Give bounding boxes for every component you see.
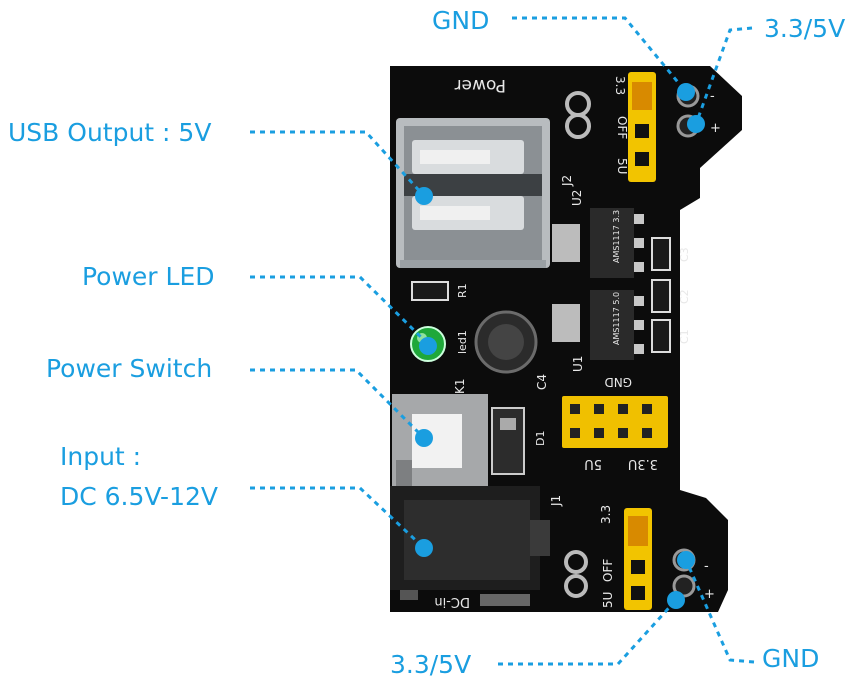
leader-33-top xyxy=(694,26,753,125)
callout-input-line2: DC 6.5V-12V xyxy=(60,482,218,511)
leader-input xyxy=(250,486,426,550)
dot-input xyxy=(415,539,433,557)
header-pins xyxy=(562,396,668,448)
silk-j2: J2 xyxy=(560,175,574,187)
dot-switch xyxy=(415,429,433,447)
silk-gnd: GND xyxy=(604,375,632,389)
silk-u2: U2 xyxy=(570,190,584,206)
bottom-jumper xyxy=(624,508,652,610)
silk-jumper-33-top: 3.3 xyxy=(613,76,627,95)
silk-jumper-33-bottom: 3.3 xyxy=(599,505,613,524)
silk-plus-top: + xyxy=(710,121,721,136)
leader-gnd-bottom xyxy=(684,559,755,664)
silk-33v: 3.3U xyxy=(628,456,658,471)
silk-power: Power xyxy=(455,75,506,95)
silk-plus-bottom: + xyxy=(704,587,715,602)
leader-led xyxy=(250,275,430,346)
callout-33-5v-top: 3.3/5V xyxy=(764,14,846,43)
callout-power-switch: Power Switch xyxy=(46,354,213,383)
silk-reg-u1: AMS1117 5.0 xyxy=(612,292,621,345)
silk-dc-in: DC-in xyxy=(434,594,470,609)
silk-c2: C2 xyxy=(678,289,691,304)
silk-jumper-5v-bottom: 5U xyxy=(601,592,615,608)
top-jumper xyxy=(628,72,656,182)
silk-minus-bottom: - xyxy=(704,559,709,574)
silk-reg-u2: AMS1117 3.3 xyxy=(612,210,621,263)
silk-5v: 5U xyxy=(584,456,602,471)
callout-input-line1: Input : xyxy=(60,442,142,471)
callout-gnd-top: GND xyxy=(432,6,490,35)
dot-gnd-bottom xyxy=(677,551,695,569)
leader-gnd-top xyxy=(512,16,688,93)
silk-c1: C1 xyxy=(678,329,691,344)
silk-minus-top: - xyxy=(710,89,715,104)
callout-33-5v-bottom: 3.3/5V xyxy=(390,650,472,679)
silk-jumper-off-top: OFF xyxy=(615,116,629,139)
silk-u1: U1 xyxy=(571,356,585,372)
callout-gnd-bottom: GND xyxy=(762,644,820,673)
usb-port xyxy=(396,118,550,268)
silk-led1: led1 xyxy=(456,330,469,354)
dot-33-top xyxy=(687,115,705,133)
silk-k1: K1 xyxy=(453,378,467,394)
callout-usb-output: USB Output : 5V xyxy=(8,118,212,147)
silk-r1: R1 xyxy=(456,283,469,298)
leader-33-bottom xyxy=(498,598,678,666)
dot-led xyxy=(419,337,437,355)
leader-usb xyxy=(250,130,426,198)
callout-power-led: Power LED xyxy=(82,262,215,291)
leader-switch xyxy=(250,368,426,440)
dot-gnd-top xyxy=(677,83,695,101)
silk-jumper-5v-top: 5U xyxy=(615,158,629,174)
dot-33-bottom xyxy=(667,591,685,609)
dot-usb xyxy=(415,187,433,205)
silk-d1: D1 xyxy=(534,431,547,446)
dc-jack xyxy=(390,486,550,600)
silk-c3: C3 xyxy=(678,247,691,262)
silk-c4: C4 xyxy=(535,374,549,390)
power-switch xyxy=(392,394,488,488)
silk-jumper-off-bottom: OFF xyxy=(601,559,615,582)
silk-j1: J1 xyxy=(549,495,563,507)
